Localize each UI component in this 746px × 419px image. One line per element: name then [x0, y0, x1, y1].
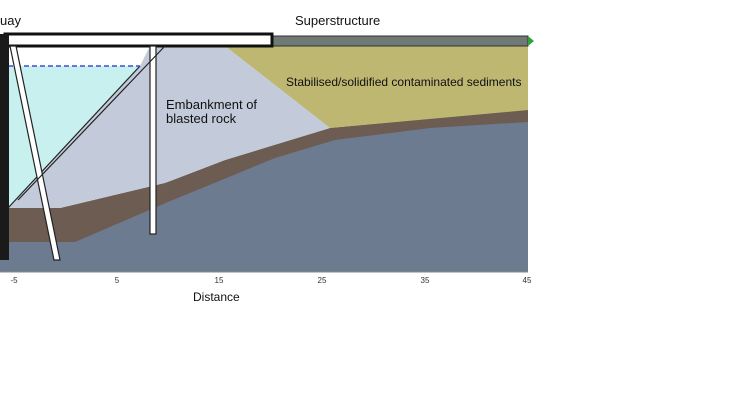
quay-deck [3, 32, 274, 48]
embankment-slope-line [7, 65, 141, 209]
quay-label: uay [0, 13, 21, 28]
x-tick-label: 25 [317, 276, 327, 285]
superstructure-label: Superstructure [295, 13, 381, 28]
stabilised-sediments-fill [225, 46, 528, 128]
bedrock-layer [0, 110, 528, 272]
soft-sediment-layer [0, 110, 528, 242]
vertical-pile [149, 45, 157, 235]
x-tick-label: 45 [522, 276, 532, 285]
tie-rod [17, 45, 166, 201]
embankment-label: Embankment of blasted rock [166, 97, 258, 126]
x-tick-label: 15 [214, 276, 224, 285]
embankment-fill [8, 46, 330, 208]
right-edge-marker [528, 36, 534, 46]
stabilised-sediments-label: Stabilised/solidified contaminated sedim… [286, 75, 522, 89]
inclined-pile [9, 45, 61, 261]
distance-axis-label: Distance [193, 290, 240, 304]
x-tick-label: -5 [10, 276, 18, 285]
x-tick-label: 5 [114, 276, 120, 285]
x-tick-label: 35 [420, 276, 430, 285]
superstructure-deck [269, 35, 529, 47]
quay-wall [0, 34, 9, 260]
